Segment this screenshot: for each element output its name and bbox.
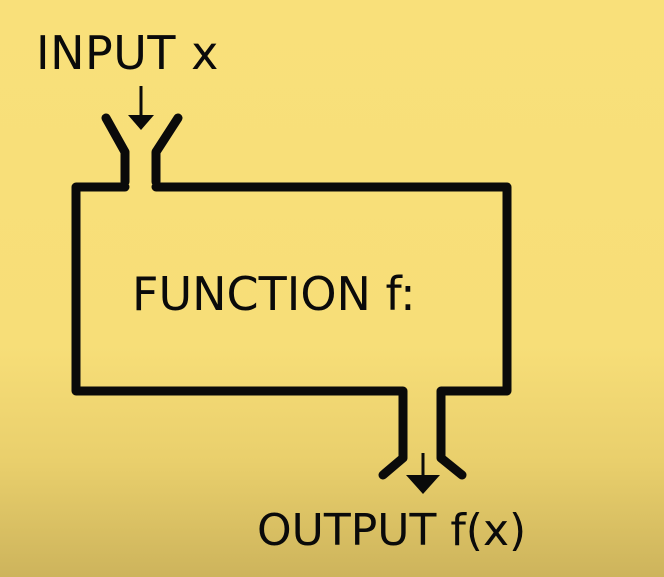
input-label: INPUT x xyxy=(36,26,219,80)
function-label: FUNCTION f: xyxy=(132,267,416,321)
function-box-outline xyxy=(71,113,512,480)
output-arrow-head xyxy=(406,475,440,494)
output-label: OUTPUT f(x) xyxy=(257,505,527,556)
input-arrow-head xyxy=(128,115,154,130)
